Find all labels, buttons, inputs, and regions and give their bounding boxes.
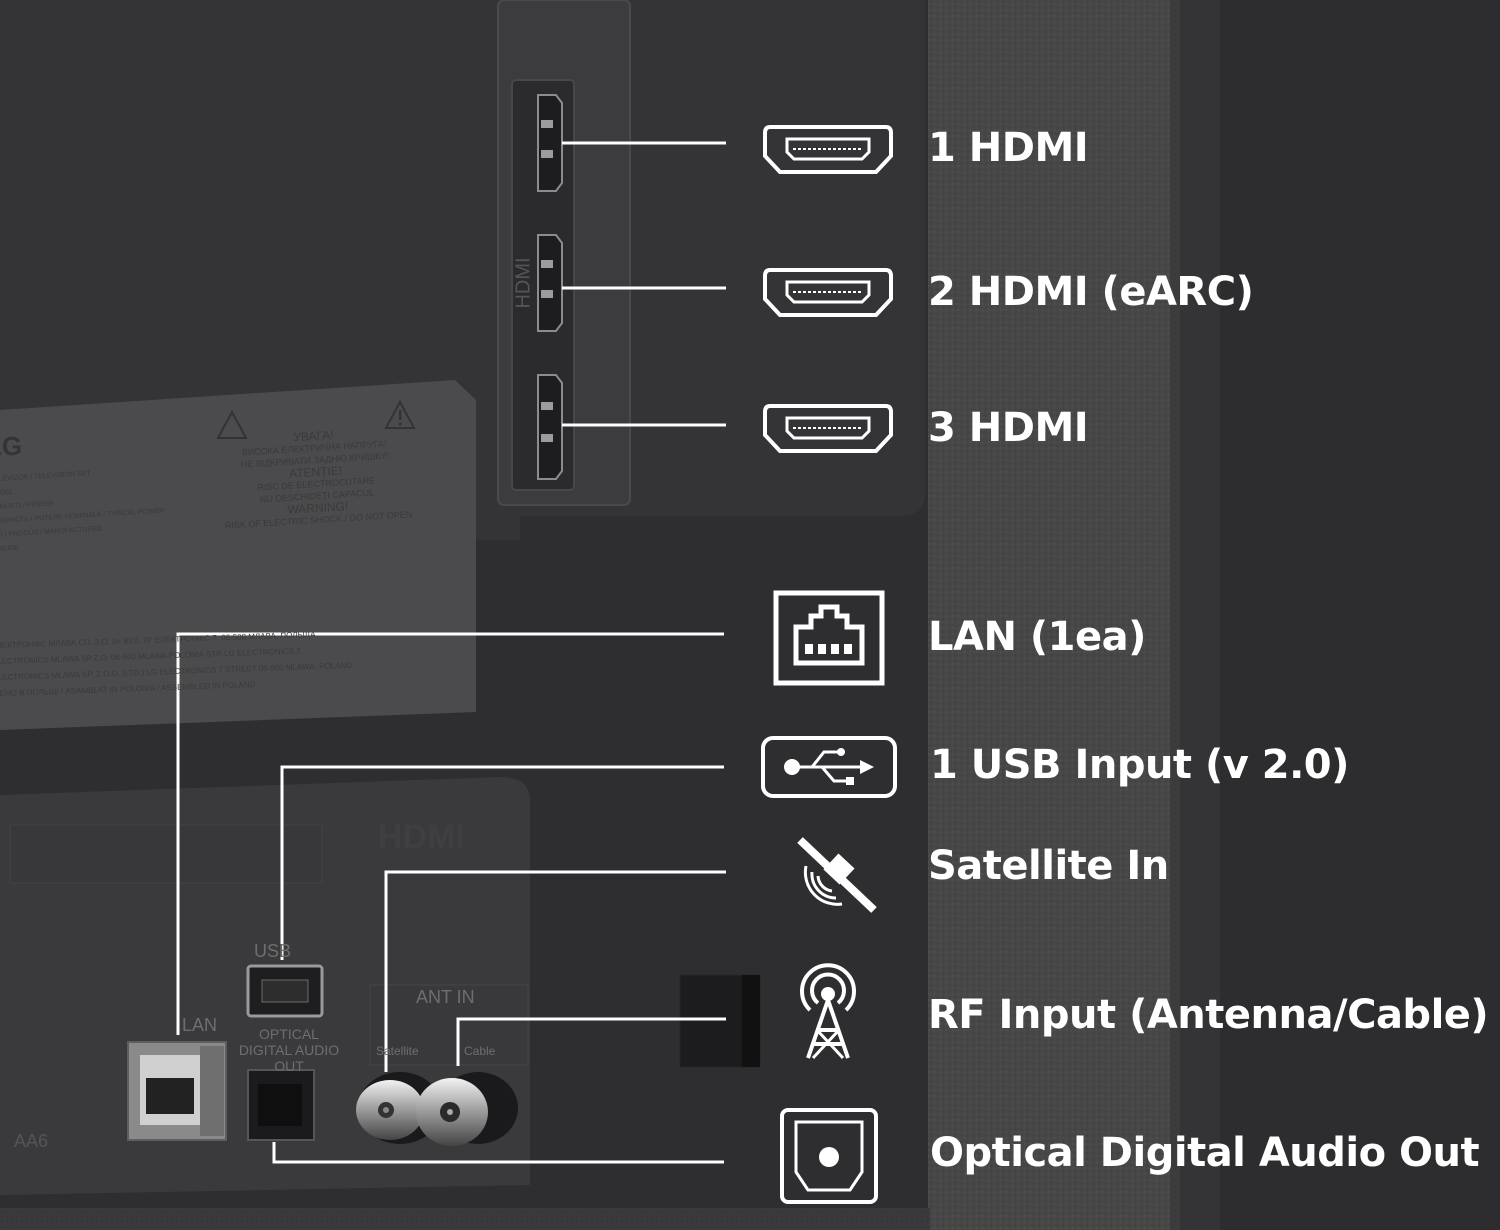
hdmi-vertical-marking: HDMI [512,257,535,309]
optical-icon [780,1108,878,1204]
lan-port-marking: LAN [182,1015,218,1035]
satellite-icon [797,837,877,913]
lan-icon [773,590,885,686]
rating-label-warning: УВАГА! ВИСОКА ЕЛЕКТРИЧНА НАПРУГА! НЕ ВІД… [213,424,418,532]
lan-label: LAN (1ea) [928,614,1146,660]
rating-label-specs: ...ELEVIZOR / TELEVISION SET ...ODEL ...… [0,463,166,557]
hdmi-1-label: 1 HDMI [928,125,1089,171]
usb-port-marking: USB [254,941,292,961]
antenna-icon [800,963,856,1060]
hdmi-icon-1 [763,125,893,174]
usb-input-label: 1 USB Input (v 2.0) [930,742,1349,788]
usb-icon [761,736,897,798]
satellite-port-marking: Satellite [376,1044,419,1058]
hdmi-icon-2 [763,268,893,317]
hdmi-3-label: 3 HDMI [928,405,1089,451]
optical-port-marking: OPTICAL DIGITAL AUDIO OUT [238,1026,340,1074]
rating-label-manufacturer: ЕЛЕКТРОНІКС МЛАВА СП. З.О. 0+ ВУЛ. ЛГ ЕЛ… [0,626,353,703]
model-code-marking: AA6 [14,1131,49,1151]
rf-input-label: RF Input (Antenna/Cable) [928,992,1489,1038]
lg-logo: LG [0,431,23,461]
optical-audio-out-label: Optical Digital Audio Out [930,1130,1480,1176]
ant-in-marking: ANT IN [416,987,475,1007]
leader-lines [176,141,726,1164]
hdmi-embossed-marking: HDMI [378,818,465,856]
satellite-in-label: Satellite In [928,843,1169,889]
hdmi-icon-3 [763,404,893,453]
cable-port-marking: Cable [464,1044,496,1058]
hdmi-2-earc-label: 2 HDMI (eARC) [928,269,1254,315]
